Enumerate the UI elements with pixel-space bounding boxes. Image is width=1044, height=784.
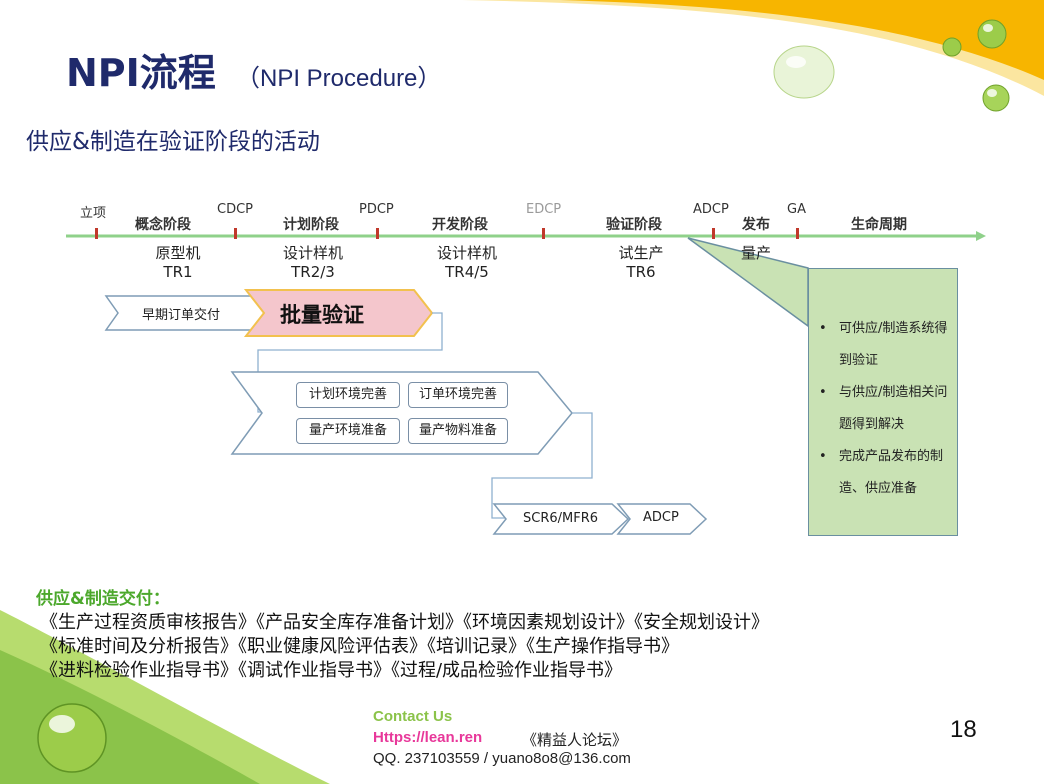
callout-item: •与供应/制造相关问题得到解决 <box>819 377 957 441</box>
gate-label: ADCP <box>693 202 729 217</box>
milestone-label: 原型机 <box>155 244 201 262</box>
gate-marker <box>542 228 545 239</box>
milestone-label: TR6 <box>626 263 656 281</box>
page-title: NPI流程 <box>66 51 216 95</box>
deliverables-line: 《进料检验作业指导书》《调试作业指导书》《过程/成品检验作业指导书》 <box>40 660 623 681</box>
page-subtitle: 供应&制造在验证阶段的活动 <box>26 129 320 155</box>
stage-label: 生命周期 <box>851 217 907 233</box>
bullet-icon: • <box>819 449 827 464</box>
deliverables-line: 《生产过程资质审核报告》《产品安全库存准备计划》《环境因素规划设计》《安全规划设… <box>40 612 769 633</box>
connector-line <box>491 412 593 519</box>
bullet-icon: • <box>819 385 827 400</box>
stage-label: 发布 <box>742 217 770 233</box>
yellow-swoosh <box>560 0 1044 80</box>
scr-label: SCR6/MFR6 <box>523 511 599 526</box>
gate-label: 立项 <box>80 206 107 221</box>
timeline-arrowhead <box>976 231 986 241</box>
npi-diagram: 立项 CDCP PDCP EDCP ADCP GA 概念阶段 计划阶段 开发阶段… <box>36 166 994 586</box>
droplet-icon <box>773 45 835 99</box>
milestone-label: 设计样机 <box>282 244 343 262</box>
gate-marker <box>234 228 237 239</box>
callout-list: •可供应/制造系统得到验证 •与供应/制造相关问题得到解决 •完成产品发布的制造… <box>809 269 957 505</box>
droplet-icon <box>977 19 1007 49</box>
adcp-label: ADCP <box>643 510 679 525</box>
batch-verify-label: 批量验证 <box>280 303 364 327</box>
activity-box: 计划环境完善 <box>296 382 400 408</box>
white-arc <box>700 40 1044 120</box>
contact-url-link[interactable]: Https://lean.ren <box>373 729 483 746</box>
droplet-icon <box>37 703 107 773</box>
milestone-label: 量产 <box>740 244 771 262</box>
gate-marker <box>95 228 98 239</box>
milestone-label: TR2/3 <box>291 263 335 281</box>
activity-box: 订单环境完善 <box>408 382 508 408</box>
gate-marker <box>376 228 379 239</box>
deliverables-line: 《标准时间及分析报告》《职业健康风险评估表》《培训记录》《生产操作指导书》 <box>40 636 679 657</box>
contact-label: Contact Us <box>373 708 453 725</box>
contact-qq-email: QQ. 237103559 / yuano8o8@136.com <box>373 750 631 767</box>
contact-forum: 《精益人论坛》 <box>522 731 628 749</box>
early-order-label: 早期订单交付 <box>142 308 221 323</box>
scr-arrow <box>492 503 630 535</box>
stage-label: 计划阶段 <box>283 217 339 233</box>
stage-label: 验证阶段 <box>606 217 662 233</box>
gate-label: GA <box>787 202 806 217</box>
activities-chevron <box>230 371 573 455</box>
bullet-icon: • <box>819 321 827 336</box>
batch-verify-arrow <box>243 289 434 337</box>
gate-label: CDCP <box>217 202 254 217</box>
milestone-label: 试生产 <box>618 244 664 262</box>
droplet-icon <box>942 37 962 57</box>
page-title-english: （NPI Procedure） <box>236 65 442 92</box>
stage-label: 开发阶段 <box>432 217 488 233</box>
page-number: 18 <box>950 716 977 743</box>
gate-marker <box>712 228 715 239</box>
milestone-label: TR1 <box>163 263 193 281</box>
deliverables-title: 供应&制造交付： <box>36 589 170 609</box>
callout-item: •可供应/制造系统得到验证 <box>819 313 957 377</box>
activity-box: 量产物料准备 <box>408 418 508 444</box>
activity-box: 量产环境准备 <box>296 418 400 444</box>
milestone-label: TR4/5 <box>445 263 489 281</box>
gate-label: PDCP <box>359 202 394 217</box>
milestone-label: 设计样机 <box>436 244 497 262</box>
callout-box: •可供应/制造系统得到验证 •与供应/制造相关问题得到解决 •完成产品发布的制造… <box>808 268 958 536</box>
droplet-icon <box>982 84 1010 112</box>
stage-label: 概念阶段 <box>135 217 191 233</box>
callout-item: •完成产品发布的制造、供应准备 <box>819 441 957 505</box>
adcp-arrow <box>616 503 708 535</box>
connector-line <box>257 312 443 413</box>
gate-marker <box>796 228 799 239</box>
gate-label: EDCP <box>526 202 562 217</box>
